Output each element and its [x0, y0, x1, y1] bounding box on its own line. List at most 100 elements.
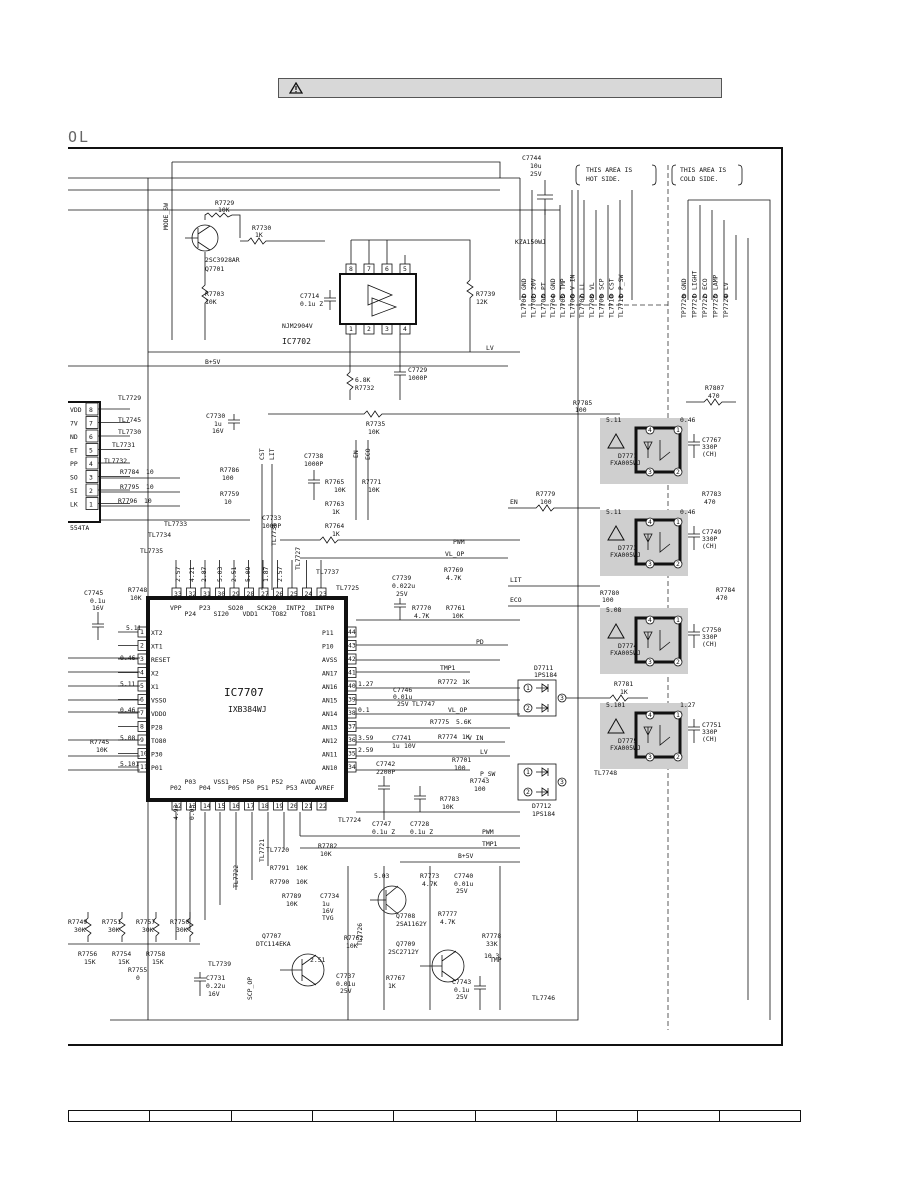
svg-text:3: 3	[560, 778, 564, 786]
net-eco-right: ECO	[510, 596, 522, 604]
tl-pin-dot	[531, 293, 536, 299]
ic-top-pin-name: VPP	[170, 604, 182, 612]
left-connector-pin-name: ND	[70, 433, 78, 441]
bottom-grid-scale	[68, 1110, 801, 1122]
svg-text:2200P: 2200P	[376, 768, 395, 776]
svg-text:R7771: R7771	[362, 478, 381, 486]
svg-text:R7790: R7790	[270, 878, 289, 886]
ic-bottom-pin-number: 12	[174, 802, 182, 810]
svg-text:R7765: R7765	[325, 478, 344, 486]
opto-cap-note: (CH)	[702, 735, 717, 743]
ic-right-pin-name: AN15	[322, 697, 338, 705]
svg-text:0.1u: 0.1u	[454, 986, 470, 994]
opto-voltage: 5.11	[606, 416, 622, 424]
opto-cap	[688, 624, 700, 648]
opto-body	[634, 518, 682, 566]
tl-pin-ref: TL7701	[520, 295, 528, 318]
bottom-resistor-ref: R7749	[68, 918, 87, 926]
tl-pin-ref: TL7707	[578, 295, 586, 318]
resistor-r7743: R7743 100	[470, 777, 489, 793]
opto-voltage: 0.46	[680, 416, 696, 424]
left-connector-pin-name: PP	[70, 460, 78, 468]
net-lit-right: LIT	[510, 576, 522, 584]
svg-text:R7703: R7703	[205, 290, 224, 298]
left-connector-body	[68, 401, 101, 523]
capacitor-c7743: C7743 0.1u 25V	[452, 976, 486, 1010]
tl-pin-name: GND	[549, 278, 557, 290]
resistor-r7748: R7748 10K	[128, 586, 147, 602]
capacitor-c7728: C7728 0.1u Z	[410, 786, 433, 836]
svg-text:1K: 1K	[462, 733, 470, 741]
svg-text:R7784: R7784	[120, 468, 139, 476]
opto-pin	[673, 710, 683, 720]
svg-text:R7795: R7795	[120, 483, 139, 491]
left-connector-pin-name: VDD	[70, 406, 82, 414]
svg-text:5: 5	[403, 265, 407, 273]
left-connector-pin-number: 4	[89, 460, 93, 468]
opto-pin-number: 2	[676, 753, 680, 761]
ic7707-bottom-pins: 12P0213P0314P0415VSS116P0517P5018P5119P5…	[170, 778, 334, 811]
resistor-r7790: R7790 10K	[270, 878, 308, 886]
net-vl-op-2: VL_OP	[448, 706, 467, 714]
svg-text:10: 10	[146, 483, 154, 491]
left-connector-pin-number: 3	[89, 474, 93, 482]
opto-pin	[673, 615, 683, 625]
svg-text:R7783: R7783	[702, 490, 721, 498]
resistor-r7789: R7789 10K	[282, 892, 301, 908]
svg-text:4.7K: 4.7K	[446, 574, 462, 582]
ic-bottom-pin-number: 17	[247, 802, 255, 810]
left-connector-pin-number: 2	[89, 487, 93, 495]
resistor-r7784: R7784 10	[120, 468, 154, 476]
svg-text:THIS AREA IS: THIS AREA IS	[680, 166, 726, 174]
opto-cap-note: (CH)	[702, 450, 717, 458]
resistor-r7783b: R7783 10K	[440, 795, 459, 811]
ic-right-pin-number: 41	[348, 669, 356, 677]
svg-text:470: 470	[708, 392, 720, 400]
voltage-readout: 3.59	[358, 734, 374, 742]
ic-pin-box	[316, 799, 327, 811]
svg-text:100: 100	[602, 596, 614, 604]
opto-pin	[645, 559, 655, 569]
opto-pin-number: 1	[676, 426, 680, 434]
ic-top-pin-number: 33	[174, 590, 182, 598]
net-tmp1-2: TMP1	[482, 840, 498, 848]
voltage-readout: 5.101	[120, 760, 139, 768]
svg-text:0.1u Z: 0.1u Z	[300, 300, 323, 308]
tl-pin-dot	[570, 293, 575, 299]
capacitor-c7739: C7739 0.022u 25V	[392, 574, 415, 620]
testpoint-label: TL7722	[232, 865, 240, 888]
warning-triangle-icon	[607, 622, 625, 639]
ic-left-pin-name: VSSO	[151, 697, 167, 705]
resistor-r7764: R7764 1K	[280, 522, 520, 544]
ic-left-pin-name: XT2	[151, 629, 163, 637]
svg-text:10K: 10K	[368, 428, 380, 436]
opto-pin	[673, 467, 683, 477]
ic-right-pin-number: 35	[348, 750, 356, 758]
svg-text:1K: 1K	[332, 530, 340, 538]
svg-text:R7735: R7735	[366, 420, 385, 428]
voltage-readout: 2.57	[174, 566, 182, 582]
tp-pin-dot	[723, 293, 729, 299]
ic-top-pin-number: 32	[189, 590, 197, 598]
svg-text:R7796: R7796	[118, 497, 137, 505]
svg-text:25V: 25V	[456, 993, 468, 1001]
resistor-r7775: R7775 5.6K	[430, 718, 472, 726]
voltage-readout: 4.21	[188, 566, 196, 582]
tl-pin-dot	[609, 293, 614, 299]
left-testpoint-label: TL7731	[112, 441, 135, 449]
ic-bottom-pin-name: P51	[257, 784, 269, 792]
svg-text:6.8K: 6.8K	[355, 376, 371, 384]
ic-right-pin-name: P11	[322, 629, 334, 637]
voltage-readout: 4.93	[172, 804, 180, 820]
svg-text:5.6K: 5.6K	[456, 718, 472, 726]
svg-text:IC7707: IC7707	[224, 686, 264, 699]
opto-voltage: 5.11	[606, 508, 622, 516]
capacitor-c7730: C7730 1u 16V	[206, 412, 240, 435]
opto-part: FXA005WJ	[610, 649, 641, 657]
resistor-r7761: R7761 10K	[446, 604, 465, 620]
warning-banner	[278, 78, 722, 98]
ic-bottom-pin-name: P05	[228, 784, 240, 792]
ic-top-pin-name: INTP2	[286, 604, 305, 612]
svg-text:R7784: R7784	[716, 586, 735, 594]
ic-top-pin-name: SO20	[228, 604, 244, 612]
